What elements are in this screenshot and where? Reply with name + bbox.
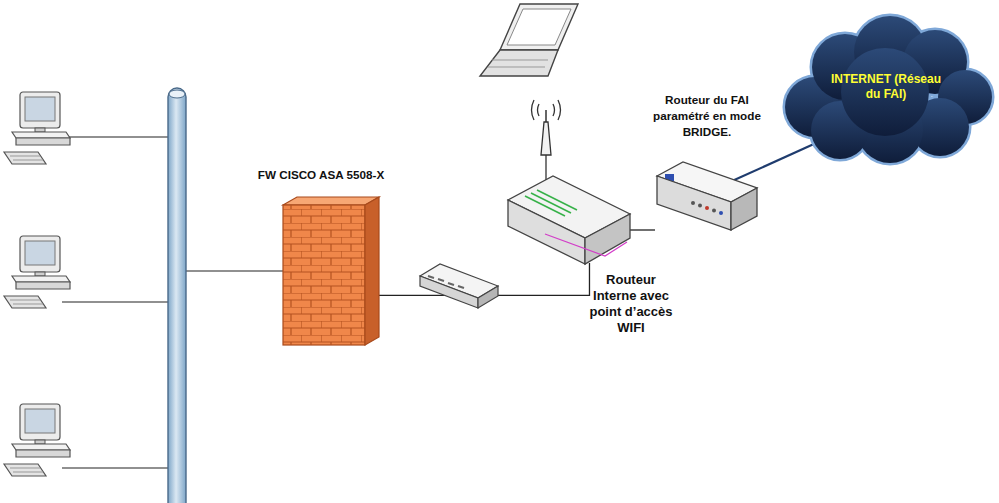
wifi-antenna <box>532 100 561 180</box>
node-shape <box>281 195 381 347</box>
network-switch <box>420 264 498 308</box>
node-label: Routeur Interne avec point d’accès WIFI <box>585 272 677 336</box>
isp-router-node: Routeur du FAI paramétré en mode BRIDGE. <box>653 158 761 238</box>
computer-icon <box>4 236 70 308</box>
firewall-node: FW CISCO ASA 5508-X <box>281 195 381 347</box>
node-label: FW CISCO ASA 5508-X <box>226 167 416 183</box>
internal-router-node: Routeur Interne avec point d’accès WIFI <box>505 172 633 266</box>
node-shape <box>505 172 633 266</box>
network-link <box>726 142 819 184</box>
network-bus <box>168 88 186 503</box>
computer-icon <box>4 404 70 476</box>
node-shape <box>653 158 761 238</box>
laptop-icon <box>480 4 578 76</box>
computer-icon <box>4 92 70 164</box>
node-label: INTERNET (Réseau du FAI) <box>826 72 946 102</box>
internet-cloud: INTERNET (Réseau du FAI) <box>775 12 997 170</box>
node-label: Routeur du FAI paramétré en mode BRIDGE. <box>651 92 763 140</box>
network-link <box>630 229 655 230</box>
